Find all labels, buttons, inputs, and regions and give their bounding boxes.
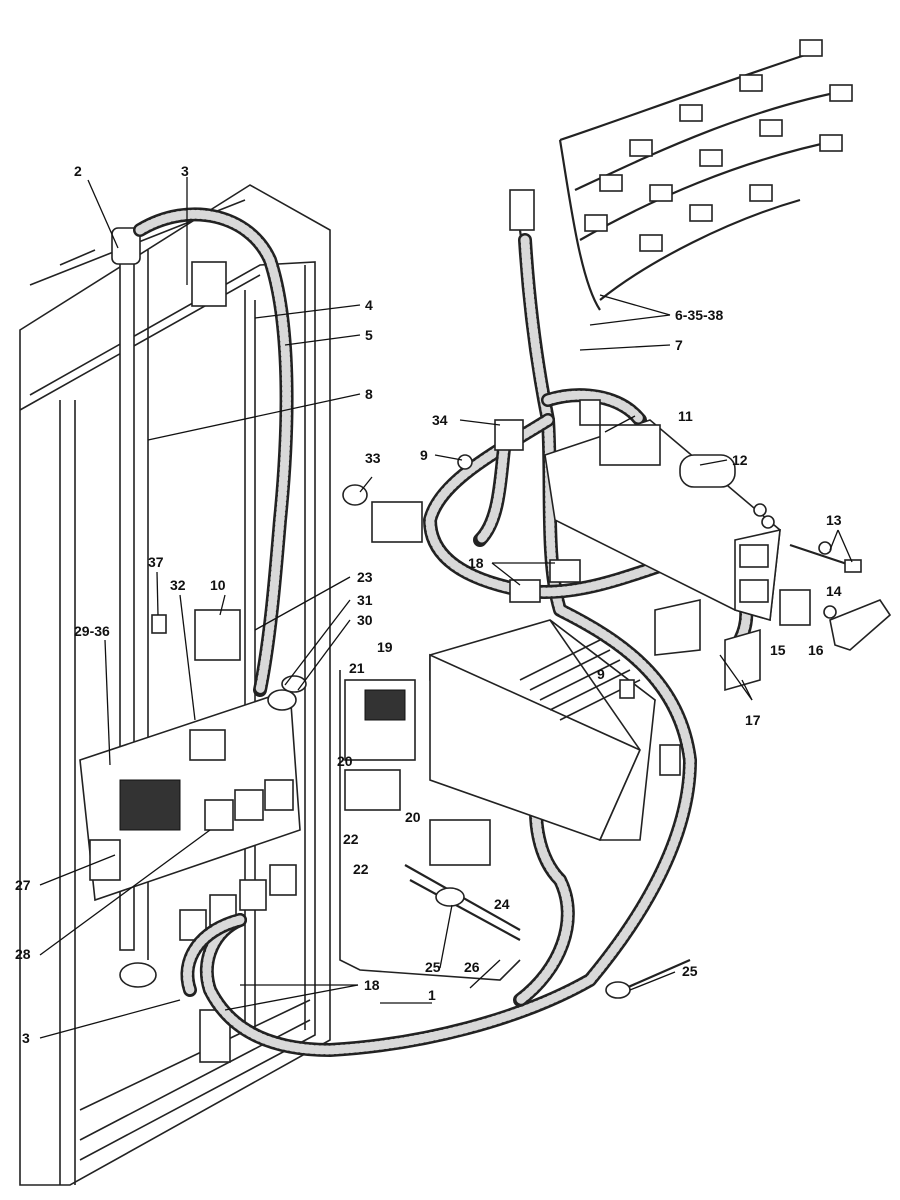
label-10: 10 [210, 577, 226, 593]
label-4: 4 [365, 297, 373, 313]
label-12: 12 [732, 452, 748, 468]
label-18-mid: 18 [468, 555, 484, 571]
label-26: 26 [464, 959, 480, 975]
central-power-box [339, 419, 691, 999]
control-board-assembly [79, 609, 307, 941]
label-25-right: 25 [682, 963, 698, 979]
label-15: 15 [770, 642, 786, 658]
label-33: 33 [365, 450, 381, 466]
label-25-left: 25 [425, 959, 441, 975]
label-20-right: 20 [405, 809, 421, 825]
label-28: 28 [15, 946, 31, 962]
label-16: 16 [808, 642, 824, 658]
label-8: 8 [365, 386, 373, 402]
label-18-bottom: 18 [364, 977, 380, 993]
label-1: 1 [428, 987, 436, 1003]
label-24: 24 [494, 896, 510, 912]
label-23: 23 [357, 569, 373, 585]
label-14: 14 [826, 583, 842, 599]
label-27: 27 [15, 877, 31, 893]
label-6-35-38: 6-35-38 [675, 307, 723, 323]
label-31: 31 [357, 592, 373, 608]
label-34: 34 [432, 412, 448, 428]
label-5: 5 [365, 327, 373, 343]
label-21: 21 [349, 660, 365, 676]
label-11: 11 [678, 408, 693, 424]
callout-labels: 2 3 4 5 8 6-35-38 7 34 11 9 12 33 13 18 … [15, 163, 842, 1046]
label-17: 17 [745, 712, 761, 728]
label-19: 19 [377, 639, 393, 655]
label-9-right: 9 [597, 666, 605, 682]
right-electrical-box [544, 399, 892, 692]
label-3-top: 3 [181, 163, 189, 179]
label-32: 32 [170, 577, 186, 593]
label-37: 37 [148, 554, 164, 570]
leader-lines [39, 177, 853, 1039]
label-30: 30 [357, 612, 373, 628]
label-29-36: 29-36 [74, 623, 110, 639]
label-22-right: 22 [353, 861, 369, 877]
label-9-left: 9 [420, 447, 428, 463]
upper-harness [509, 39, 853, 381]
label-20-left: 20 [337, 753, 353, 769]
label-2: 2 [74, 163, 82, 179]
label-7: 7 [675, 337, 683, 353]
label-13: 13 [826, 512, 842, 528]
label-3-bottom: 3 [22, 1030, 30, 1046]
label-22-left: 22 [343, 831, 359, 847]
